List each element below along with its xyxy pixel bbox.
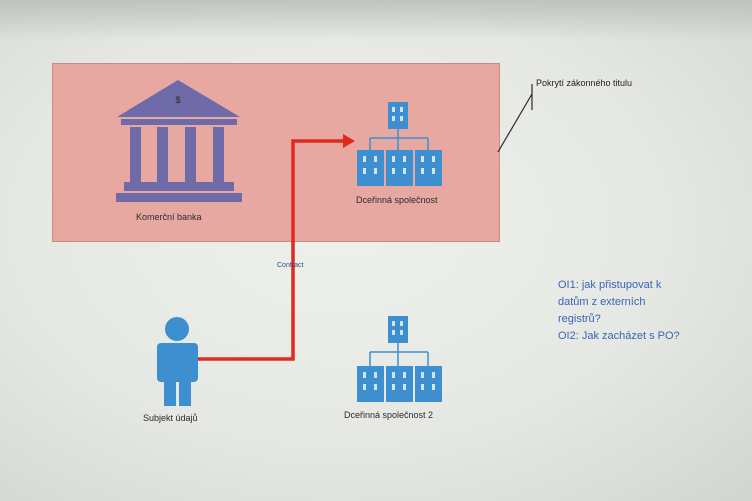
legal-title-callout-line	[497, 84, 533, 153]
subsidiary-2-label: Dceřinná společnost 2	[344, 410, 434, 420]
bank-dollar-symbol: $	[175, 95, 180, 105]
subsidiary-2-org-icon	[357, 316, 442, 402]
subsidiary-org-icon	[357, 102, 442, 186]
note-line-2: datům z externích	[558, 296, 646, 308]
subject-label: Subjekt údajů	[143, 413, 198, 423]
open-issues-notes: OI1: jak přistupovat k datům z externích…	[558, 277, 738, 345]
contract-label: Contract	[277, 262, 304, 269]
bank-label: Komerční banka	[136, 212, 202, 222]
bank-building-icon	[116, 80, 242, 202]
subsidiary-label: Dceřinná společnost	[356, 195, 438, 205]
note-line-1: OI1: jak přistupovat k	[558, 279, 662, 291]
person-icon	[157, 317, 198, 406]
note-line-4: OI2: Jak zacházet s PO?	[558, 330, 680, 342]
photo-vignette	[0, 0, 752, 40]
note-line-3: registrů?	[558, 313, 601, 325]
legal-title-label: Pokrytí zákonného titulu	[535, 78, 633, 88]
contract-arrow	[198, 134, 355, 361]
